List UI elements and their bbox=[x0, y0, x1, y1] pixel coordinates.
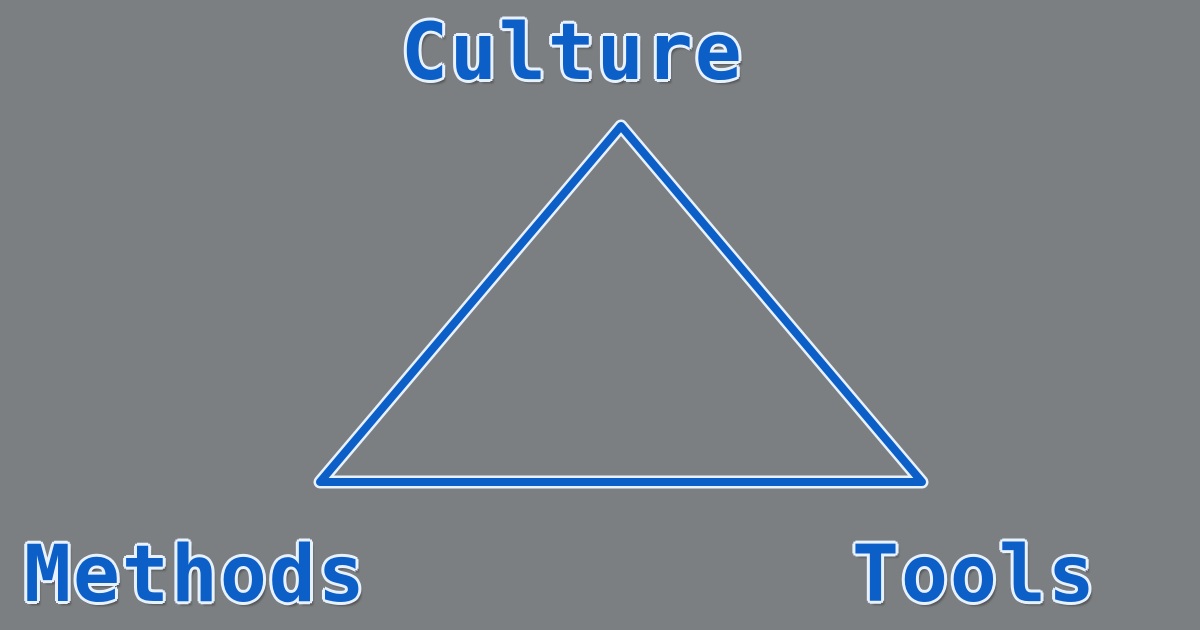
culture-label: Culture bbox=[401, 8, 744, 98]
methods-label: Methods bbox=[24, 530, 367, 620]
triangle-outline-halo bbox=[313, 119, 929, 489]
triangle-outline bbox=[316, 122, 926, 486]
tools-label: Tools bbox=[852, 530, 1097, 620]
triangle-shape bbox=[313, 119, 929, 489]
